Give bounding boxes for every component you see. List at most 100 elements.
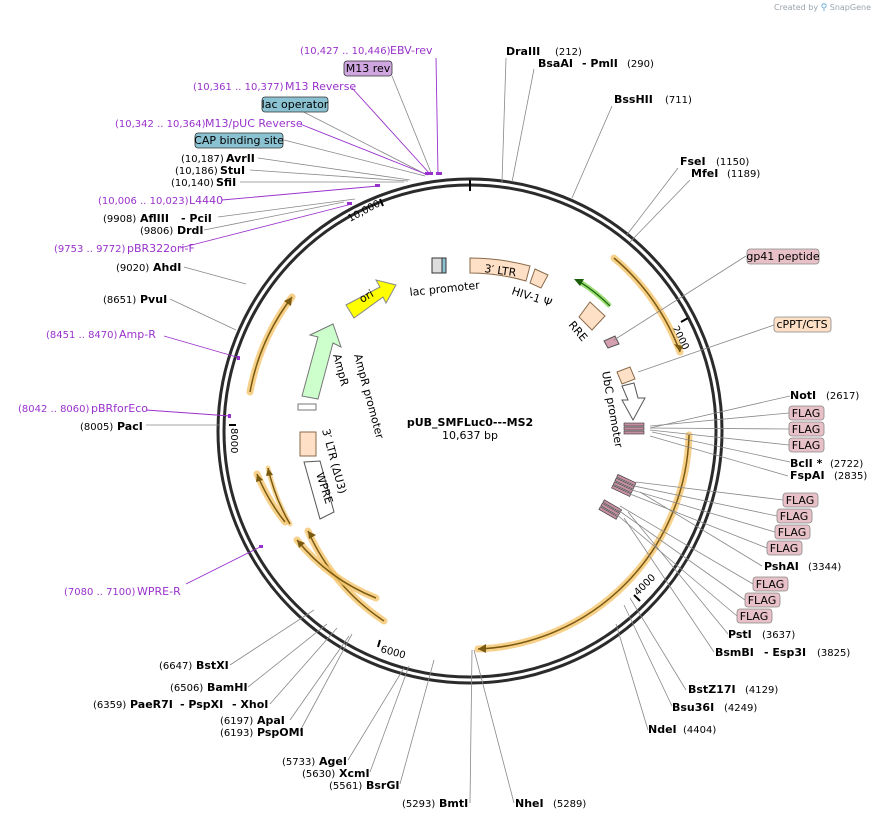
feature-ampr-promoter-label: AmpR promoter <box>351 352 386 440</box>
flag-label-9: FLAG <box>748 594 777 607</box>
enzyme-pshai-pos: (3344) <box>808 562 841 573</box>
snapgene-logo: ⚲ <box>820 3 828 13</box>
primer-l4440-range: (10,006 .. 10,023) <box>98 196 189 207</box>
enzyme-draiii: DraIII <box>506 45 540 58</box>
enzyme-bcli-pos: (2722) <box>830 459 863 470</box>
enzyme-draiii-pos: (212) <box>555 47 582 58</box>
orf-arcs <box>246 254 693 653</box>
plasmid-size: 10,637 bp <box>442 429 498 442</box>
primer-leader-lines <box>145 57 439 585</box>
flag-label-2: FLAG <box>792 423 821 436</box>
feature-ori-label: ori <box>357 287 376 305</box>
gp41-leader <box>613 255 747 341</box>
enzyme-ndei-pos: (4404) <box>683 725 716 736</box>
enzyme-noti: NotI <box>790 389 816 402</box>
plasmid-name: pUB_SMFLuc0---MS2 <box>407 416 533 429</box>
brand-name: SnapGene <box>829 3 871 12</box>
feature-ampr-label: AmpR <box>330 352 351 387</box>
enzyme-bstxi: BstXI <box>196 659 229 672</box>
enzyme-afliii-pos: (9908) <box>103 214 136 225</box>
feature-ori <box>345 279 397 319</box>
enzyme-stui: StuI <box>220 164 245 177</box>
position-ticks <box>229 180 689 648</box>
enzyme-bstxi-pos: (6647) <box>159 661 192 672</box>
primer-m13puc-range: (10,342 .. 10,364) <box>115 119 206 130</box>
enzyme-paci: PacI <box>117 420 143 433</box>
primer-wpre-r-range: (7080 .. 7100) <box>64 587 136 598</box>
enzyme-ahdi: AhdI <box>153 261 181 274</box>
cppt-leader <box>637 324 775 373</box>
cap-site-label: CAP binding site <box>194 134 284 147</box>
enzyme-mfei-pos: (1189) <box>727 169 760 180</box>
primer-wpre-r-name: WPRE-R <box>137 585 181 598</box>
flag-label-8: FLAG <box>756 578 785 591</box>
enzyme-pmli: - PmlI <box>582 57 618 70</box>
flag-stack-1 <box>623 422 645 435</box>
primer-pbr322ori-range: (9753 .. 9772) <box>54 244 126 255</box>
snapgene-brand: Created by ⚲ SnapGene <box>774 3 871 13</box>
enzyme-bcli: BclI * <box>790 457 823 470</box>
enzyme-bstz17i-pos: (4129) <box>745 685 778 696</box>
flag-label-3: FLAG <box>792 439 821 452</box>
feature-3ltr-label: 3′ LTR <box>484 262 518 279</box>
primer-ebv-rev-range: (10,427 .. 10,446) <box>300 46 391 57</box>
enzyme-pspxi: - PspXI <box>180 698 223 711</box>
green-arrow-feature <box>574 279 612 308</box>
orf-arc-5 <box>293 536 380 602</box>
enzyme-noti-pos: (2617) <box>826 391 859 402</box>
enzyme-bmti: BmtI <box>439 797 468 810</box>
enzyme-paer7i: PaeR7I <box>130 698 173 711</box>
primer-ebv-rev-name: EBV-rev <box>390 44 433 57</box>
enzyme-bsu36i: Bsu36I <box>672 701 714 714</box>
enzyme-xhoi: - XhoI <box>232 698 268 711</box>
enzyme-sfii: SfiI <box>216 176 236 189</box>
lac-operator-box: lac operator <box>261 96 329 113</box>
enzyme-xcmi-pos: (5630) <box>302 769 335 780</box>
orf-arc-6 <box>253 470 289 526</box>
enzyme-bsaai-pos: (290) <box>627 59 654 70</box>
enzyme-agei-pos: (5733) <box>282 757 315 768</box>
enzyme-pspomi-pos: (6193) <box>220 728 253 739</box>
orf-arc-3 <box>246 293 296 396</box>
enzyme-fsei-pos: (1150) <box>716 157 749 168</box>
enzyme-pspomi: PspOMI <box>257 726 304 739</box>
enzyme-bsshii: BssHII <box>614 93 653 106</box>
enzyme-bstz17i: BstZ17I <box>688 683 736 696</box>
cap-site-box: CAP binding site <box>194 132 284 149</box>
enzyme-fspai: FspAI <box>790 469 825 482</box>
flag-label-10: FLAG <box>740 610 769 623</box>
primer-marks <box>228 172 442 548</box>
enzyme-pcii: - PciI <box>181 212 212 225</box>
enzyme-ndei: NdeI <box>648 723 677 736</box>
feature-ampr <box>297 323 342 411</box>
feature-lac-promoter-label: lac promoter <box>409 279 481 299</box>
flag-label-7: FLAG <box>770 542 799 555</box>
flag-label-4: FLAG <box>786 494 815 507</box>
m13-rev-box: M13 rev <box>343 60 393 77</box>
tick-6000: 6000 <box>379 644 406 661</box>
feature-3ltr-du3 <box>299 431 317 457</box>
enzyme-pvui: PvuI <box>140 293 167 306</box>
flag-label-5: FLAG <box>780 510 809 523</box>
orf-arc-1 <box>610 254 684 356</box>
enzyme-nhei-pos: (5289) <box>553 799 586 810</box>
enzyme-bsu36i-pos: (4249) <box>724 703 757 714</box>
tick-8000: 8000 <box>228 428 239 453</box>
enzyme-psti-pos: (3637) <box>762 630 795 641</box>
enzyme-stui-pos: (10,186) <box>175 166 218 177</box>
enzyme-nhei: NheI <box>515 797 544 810</box>
feature-hiv-psi-box <box>529 268 549 289</box>
feature-hiv-psi-label: HIV-1 Ψ <box>510 284 554 309</box>
flag-stack-3 <box>598 499 623 520</box>
enzyme-apai-pos: (6197) <box>220 716 253 727</box>
lac-operator-label: lac operator <box>262 98 329 111</box>
brand-created-by: Created by <box>774 3 819 12</box>
primer-ampr-name: Amp-R <box>119 328 156 341</box>
enzyme-bsaai: BsaAI <box>538 57 573 70</box>
orf-arc-7 <box>265 465 293 527</box>
enzyme-bsshii-pos: (711) <box>665 95 692 106</box>
flag-label-6: FLAG <box>778 526 807 539</box>
primer-pbr322ori-name: pBR322ori-F <box>127 242 195 255</box>
enzyme-bsrgi: BsrGI <box>366 779 399 792</box>
